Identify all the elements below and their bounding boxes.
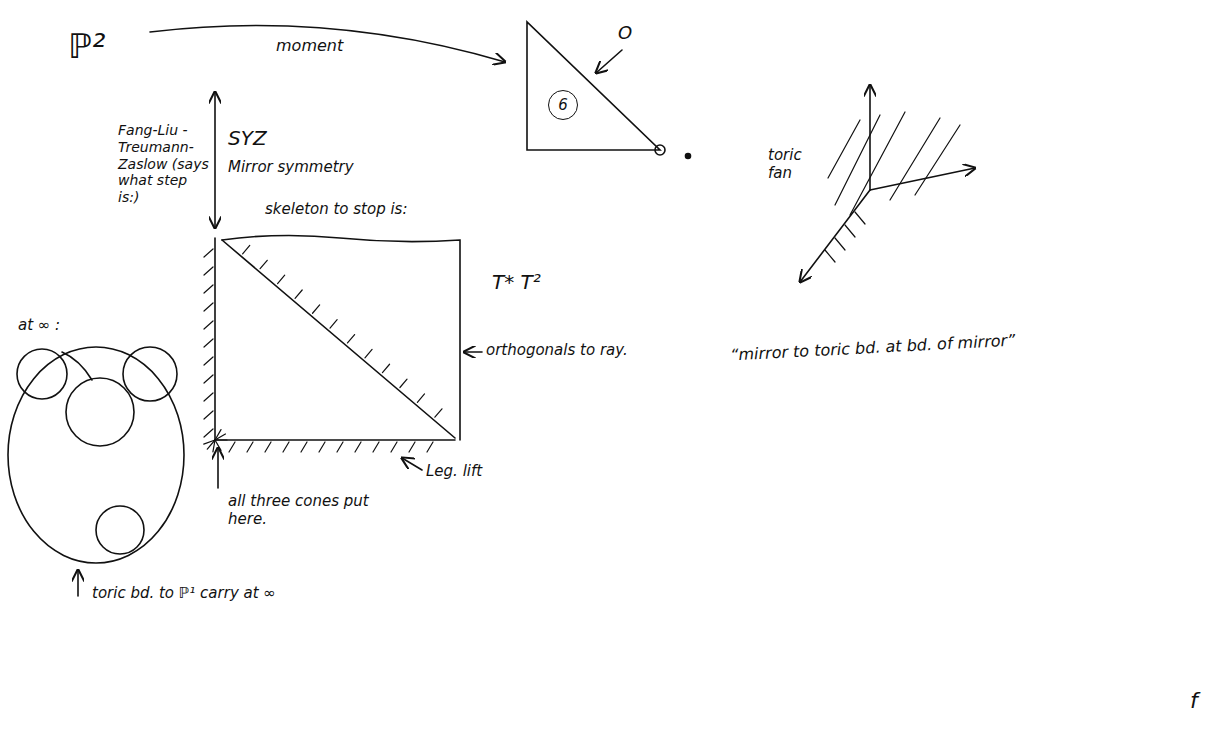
moment-arrow	[150, 25, 505, 62]
circle	[66, 378, 134, 446]
torus-square	[222, 235, 460, 440]
note: toric bd. to ℙ¹ carry at ∞	[92, 584, 276, 602]
leader-arrow	[217, 448, 219, 488]
circle	[8, 347, 184, 563]
fan-hatching	[825, 112, 960, 262]
note: Leg. lift	[426, 462, 482, 480]
pointer-arrow	[596, 50, 622, 73]
moment-triangle	[527, 22, 660, 150]
squiggle	[62, 352, 92, 380]
skeleton-diagonal	[222, 240, 455, 438]
page-mark: f	[1190, 688, 1198, 714]
map-label: moment	[276, 36, 343, 55]
circled-number: 6	[548, 90, 578, 120]
callout-number: 6	[558, 96, 568, 114]
leader-arrow	[77, 570, 79, 596]
quote-note: “mirror to toric bd. at bd. of mirror”	[730, 331, 1016, 365]
fan-ray	[870, 168, 975, 190]
method-label: Mirror symmetry	[228, 158, 354, 176]
leader-arrow	[402, 458, 422, 470]
leader-arrow	[464, 351, 482, 353]
fan-ray	[869, 85, 871, 190]
note: at ∞ :	[18, 316, 60, 334]
mirror-arrow	[214, 92, 216, 228]
note: skeleton to stop is:	[265, 200, 408, 218]
hatching	[204, 245, 442, 452]
vertex-dot	[686, 154, 691, 159]
space-name: T* T²	[492, 270, 541, 294]
point-label: O	[618, 22, 632, 44]
circle	[96, 506, 144, 554]
method-label: SYZ	[228, 126, 267, 150]
fan-label: toric fan	[768, 146, 816, 182]
skeleton-edges	[215, 238, 455, 440]
note: all three cones put here.	[228, 492, 378, 528]
note: orthogonals to ray.	[486, 341, 628, 359]
vertex-circle	[655, 145, 665, 155]
reference-note: Fang-Liu -Treumann- Zaslow (says what st…	[118, 122, 210, 206]
space-name: ℙ²	[68, 26, 105, 67]
